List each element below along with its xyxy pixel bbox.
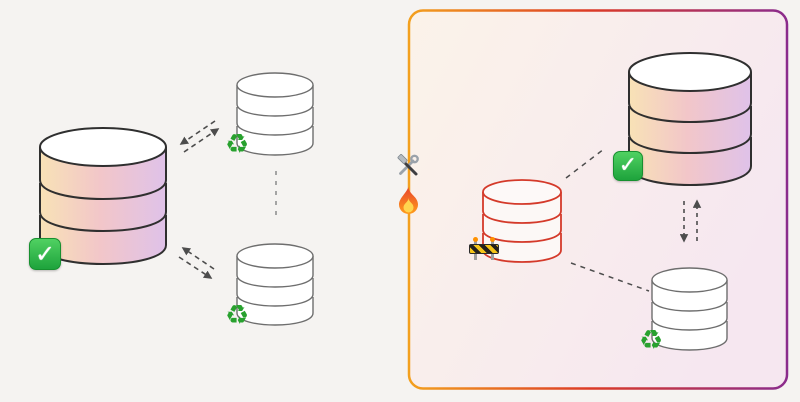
panel-primary-database	[628, 52, 752, 186]
edge-primary-to-replica-bottom-up	[181, 247, 215, 270]
recycle-icon: ♻	[225, 300, 250, 331]
db-band-2	[236, 107, 314, 136]
recycle-icon: ♻	[639, 325, 664, 356]
db-top	[628, 52, 752, 92]
edge-primary-to-replica-top-up	[183, 128, 220, 153]
db-band-2	[482, 214, 562, 243]
primary-database	[39, 127, 167, 265]
check-glyph: ✓	[618, 153, 638, 178]
db-band-1	[236, 256, 314, 288]
db-band-1	[482, 192, 562, 224]
panel-sync-arrows	[679, 199, 702, 243]
db-body	[237, 85, 313, 155]
edge-maintenance-to-primary	[565, 148, 605, 179]
db-body	[483, 192, 561, 262]
db-band-2	[628, 106, 752, 154]
sync-arrows-bottom	[178, 247, 215, 279]
hammer-and-wrench-icon	[396, 154, 420, 178]
db-band-2	[39, 183, 167, 232]
db-body	[40, 147, 166, 264]
db-band-3	[651, 321, 728, 351]
db-top	[651, 267, 728, 293]
db-band-1	[628, 72, 752, 123]
check-glyph: ✓	[34, 240, 56, 268]
edge-maintenance-to-replica	[570, 262, 650, 292]
panel-dashed-links	[565, 148, 650, 292]
db-band-3	[236, 297, 314, 326]
replica-database-top	[236, 72, 314, 156]
barrier-light	[473, 237, 478, 242]
check-icon: ✓	[29, 238, 61, 270]
db-band-1	[651, 280, 728, 312]
replica-database-bottom	[236, 243, 314, 326]
db-top	[482, 179, 562, 205]
panel-maintenance-database	[482, 179, 562, 263]
db-top	[236, 243, 314, 269]
barrier-stripes	[469, 244, 499, 254]
db-top	[39, 127, 167, 167]
check-icon: ✓	[613, 151, 643, 181]
db-band-2	[651, 302, 728, 331]
db-top	[236, 72, 314, 98]
barrier-light	[490, 237, 495, 242]
panel-replica-database	[651, 267, 728, 351]
db-band-2	[236, 278, 314, 307]
db-band-1	[236, 85, 314, 117]
recycle-icon: ♻	[225, 129, 250, 160]
db-band-3	[236, 126, 314, 156]
edge-primary-to-replica-bottom-down	[178, 256, 213, 279]
db-band-1	[39, 147, 167, 200]
db-body	[652, 280, 727, 350]
fire-icon	[398, 187, 419, 214]
sync-arrows-top	[179, 120, 220, 153]
construction-barrier-icon	[469, 237, 499, 261]
db-body	[237, 256, 313, 325]
db-body	[629, 72, 751, 185]
edge-primary-to-replica-top-down	[179, 120, 216, 145]
